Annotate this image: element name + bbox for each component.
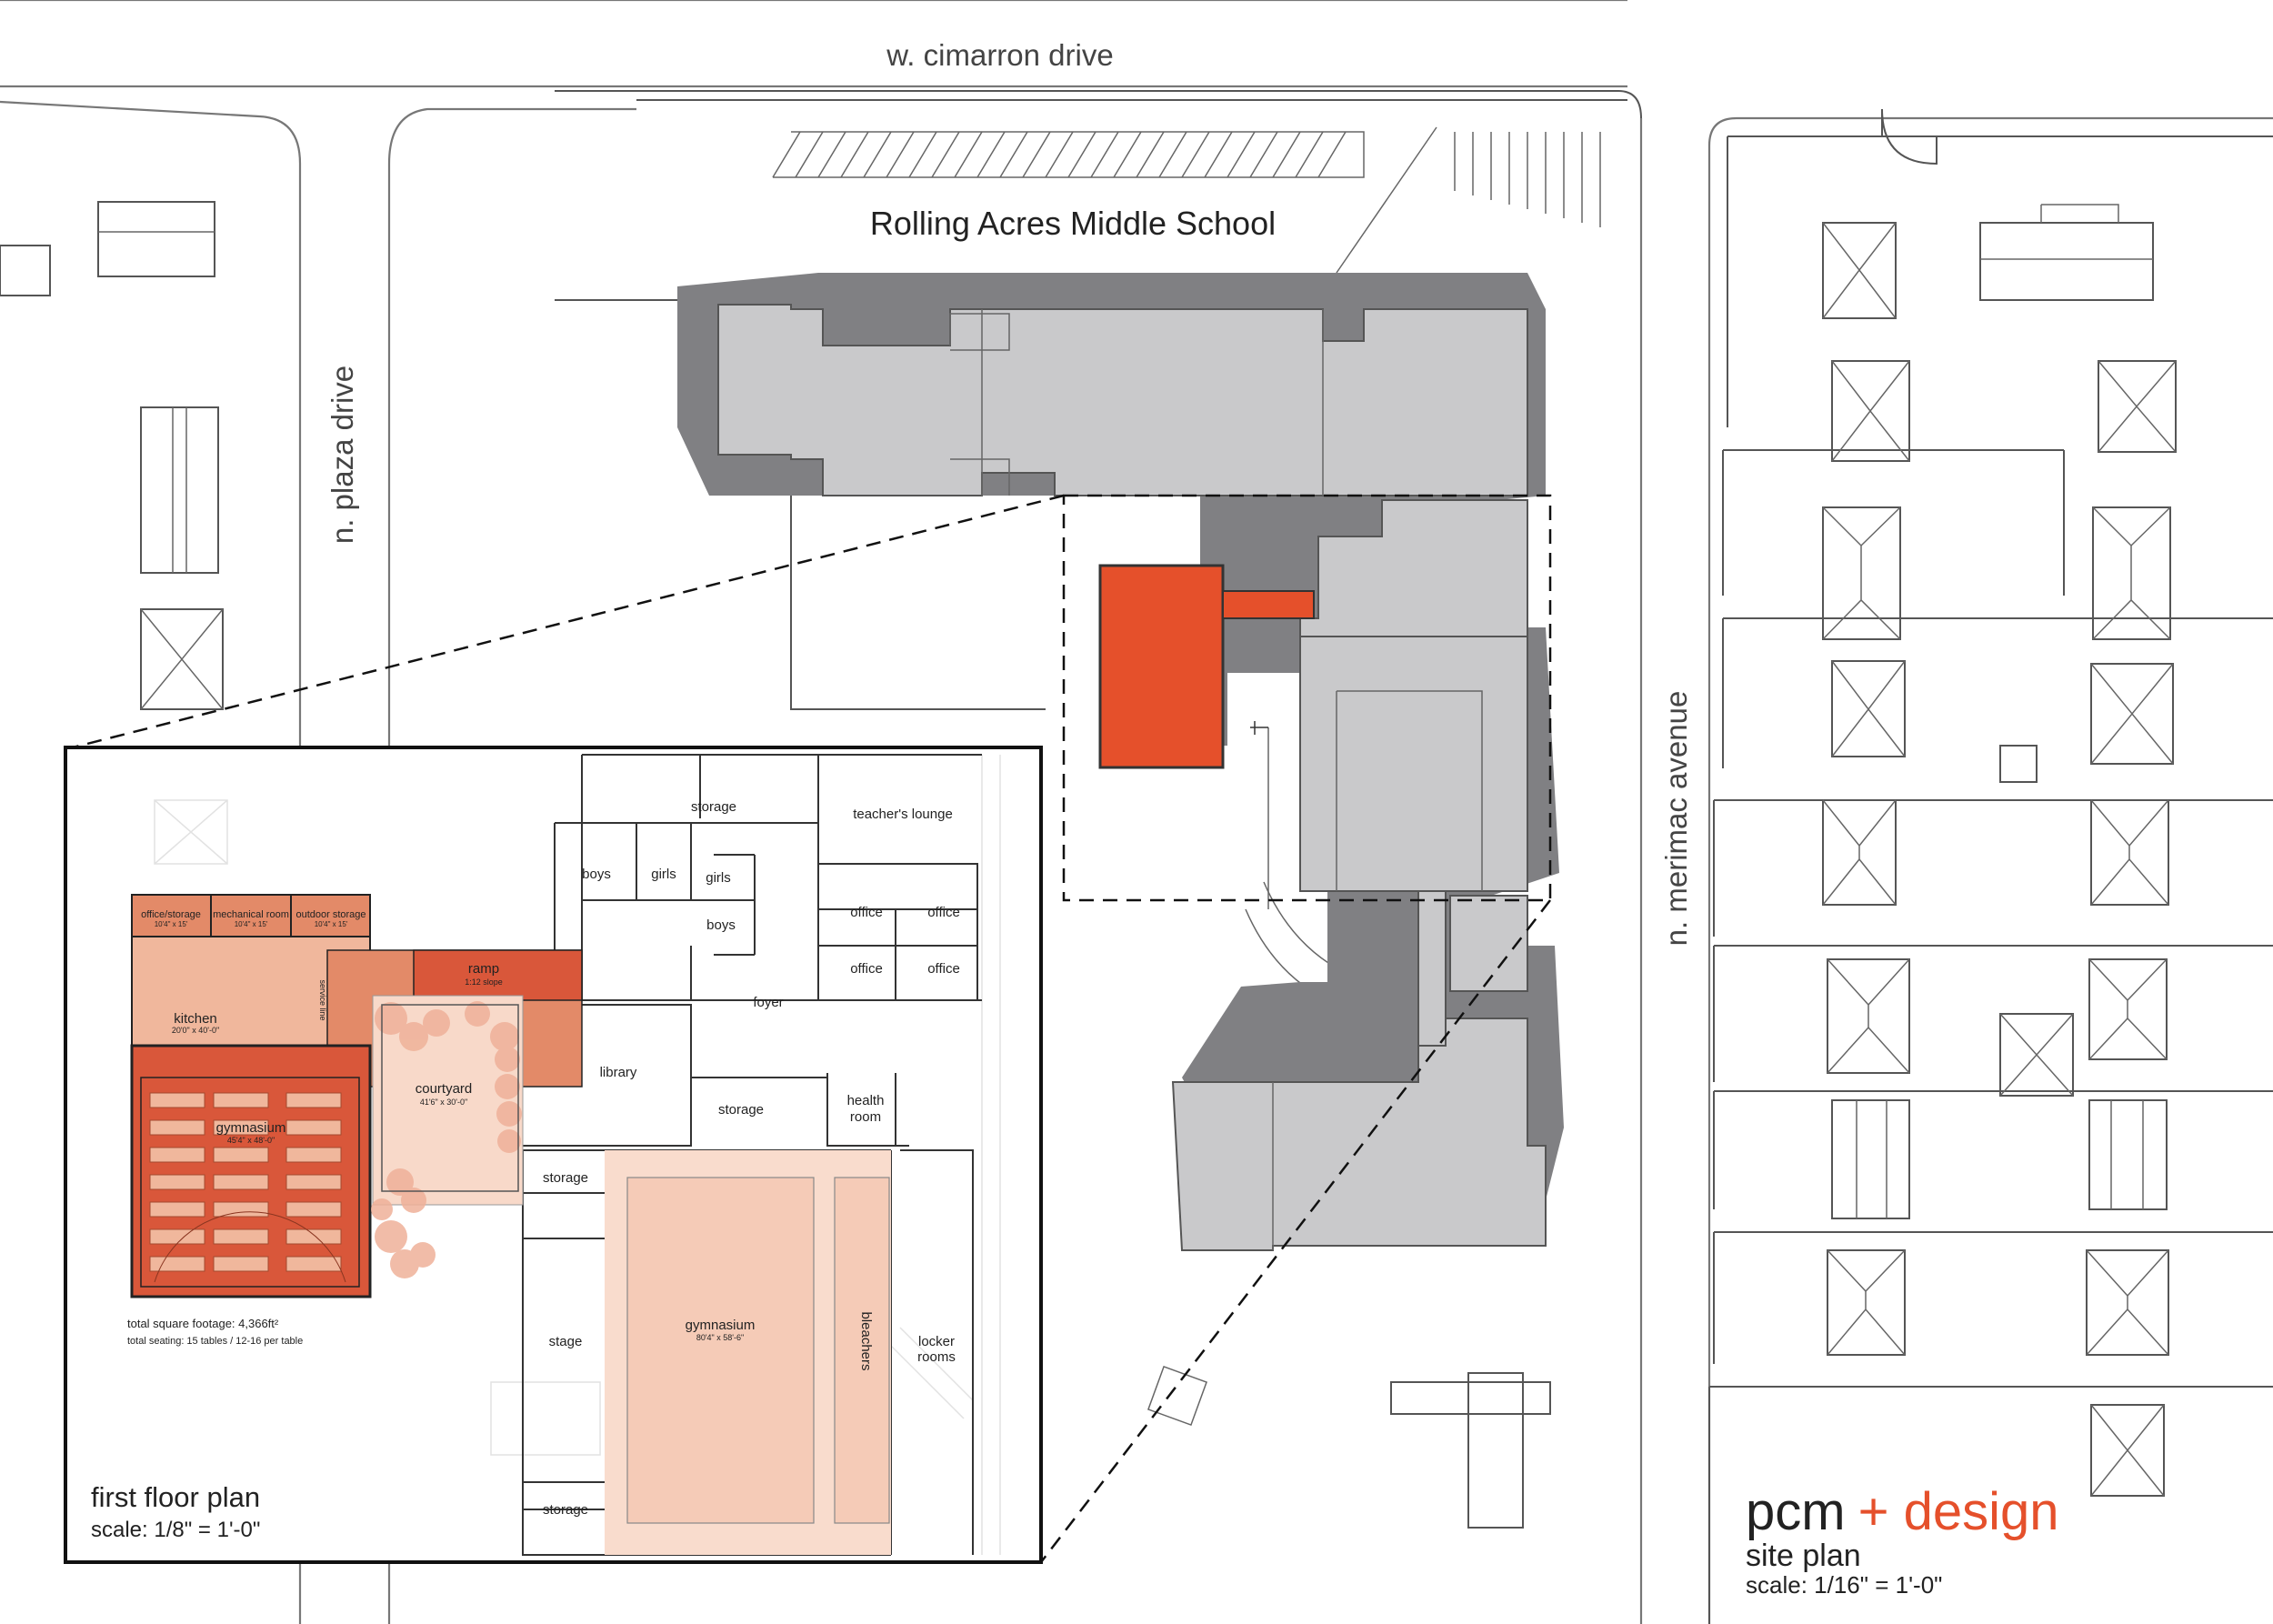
- floor-plan-title: first floor plan: [91, 1481, 260, 1513]
- label-kitchen: kitchen: [174, 1011, 217, 1027]
- label-foyer: foyer: [753, 995, 783, 1010]
- zoom-callout: [72, 494, 1552, 1563]
- label-office-storage: office/storage: [141, 909, 201, 920]
- east-houses: [1390, 108, 2273, 1624]
- street-label-north: w. cimarron drive: [886, 38, 1113, 72]
- label-teachers-lounge: teacher's lounge: [853, 807, 953, 822]
- label-office-3: office: [850, 961, 883, 977]
- label-boys-1: boys: [582, 867, 611, 882]
- floor-plan-inset: storage teacher's lounge boys girls girl…: [64, 746, 1043, 1564]
- brand-name-text: pcm: [1746, 1482, 1846, 1541]
- label-storage-left: storage: [543, 1170, 588, 1186]
- parking-stripes-top: [772, 131, 1365, 178]
- label-library: library: [600, 1065, 637, 1080]
- label-girls-1: girls: [651, 867, 676, 882]
- courtyard-trees: [371, 1001, 522, 1278]
- label-office-4: office: [927, 961, 960, 977]
- label-boys-2: boys: [706, 917, 736, 933]
- label-storage-top: storage: [691, 799, 736, 815]
- title-block: pcm+ design site plan scale: 1/16" = 1'-…: [1746, 1482, 2058, 1599]
- floor-plan-scale: scale: 1/8" = 1'-0": [91, 1518, 260, 1542]
- dim-outdoor-storage: 10'4" x 15': [315, 920, 348, 928]
- building-north: [717, 304, 1528, 496]
- brand-plus-design: + design: [1858, 1482, 2059, 1541]
- dim-gymnasium-new: 45'4" x 48'-0": [227, 1136, 275, 1145]
- new-addition: [130, 894, 891, 1555]
- west-houses: [0, 201, 224, 710]
- label-ramp: ramp: [468, 961, 499, 977]
- note-square-footage: total square footage: 4,366ft²: [127, 1317, 279, 1330]
- label-office-2: office: [927, 905, 960, 920]
- note-seating: total seating: 15 tables / 12-16 per tab…: [127, 1336, 303, 1347]
- label-stage: stage: [549, 1334, 583, 1349]
- label-mechanical-room: mechanical room: [213, 909, 289, 920]
- label-girls-2: girls: [706, 870, 731, 886]
- street-label-west: n. plaza drive: [325, 366, 359, 544]
- dim-kitchen: 20'0" x 40'-0": [172, 1026, 219, 1035]
- site-plan-subtitle: site plan: [1746, 1539, 1861, 1573]
- house-roofs: [1390, 204, 2177, 1529]
- brand-name: pcm+ design: [1746, 1482, 2058, 1541]
- dim-office-storage: 10'4" x 15': [155, 920, 188, 928]
- school-name: Rolling Acres Middle School: [870, 205, 1276, 242]
- label-health-room: room: [850, 1109, 881, 1125]
- site-plan-scale: scale: 1/16" = 1'-0": [1746, 1571, 1942, 1599]
- parking-stripes-diagonal: [1336, 126, 1601, 274]
- label-gymnasium-new: gymnasium: [216, 1120, 286, 1136]
- label-bleachers: bleachers: [858, 1311, 874, 1370]
- label-storage-bottom: storage: [543, 1502, 588, 1518]
- dim-mechanical-room: 10'4" x 15': [235, 920, 268, 928]
- school-buildings: [677, 273, 1564, 1251]
- dim-gymnasium: 80'4" x 58'-6": [696, 1333, 744, 1342]
- new-building-footprint: [1098, 564, 1225, 769]
- label-outdoor-storage: outdoor storage: [295, 909, 365, 920]
- room-labels: storage teacher's lounge boys girls girl…: [141, 799, 960, 1518]
- proposed-addition: [1098, 564, 1315, 769]
- label-service-line: service line: [318, 979, 327, 1020]
- label-courtyard: courtyard: [416, 1081, 473, 1097]
- dim-ramp: 1:12 slope: [465, 977, 503, 987]
- dim-courtyard: 41'6" x 30'-0": [420, 1098, 467, 1107]
- label-office-1: office: [850, 905, 883, 920]
- label-gymnasium: gymnasium: [686, 1318, 756, 1333]
- existing-walls: [517, 754, 982, 1556]
- street-label-east: n. merimac avenue: [1659, 691, 1693, 947]
- dining-tables: [149, 1092, 342, 1272]
- label-locker: locker: [918, 1334, 955, 1349]
- label-locker-rooms: rooms: [917, 1349, 956, 1365]
- label-health: health: [847, 1093, 885, 1108]
- label-storage-mid: storage: [718, 1102, 764, 1118]
